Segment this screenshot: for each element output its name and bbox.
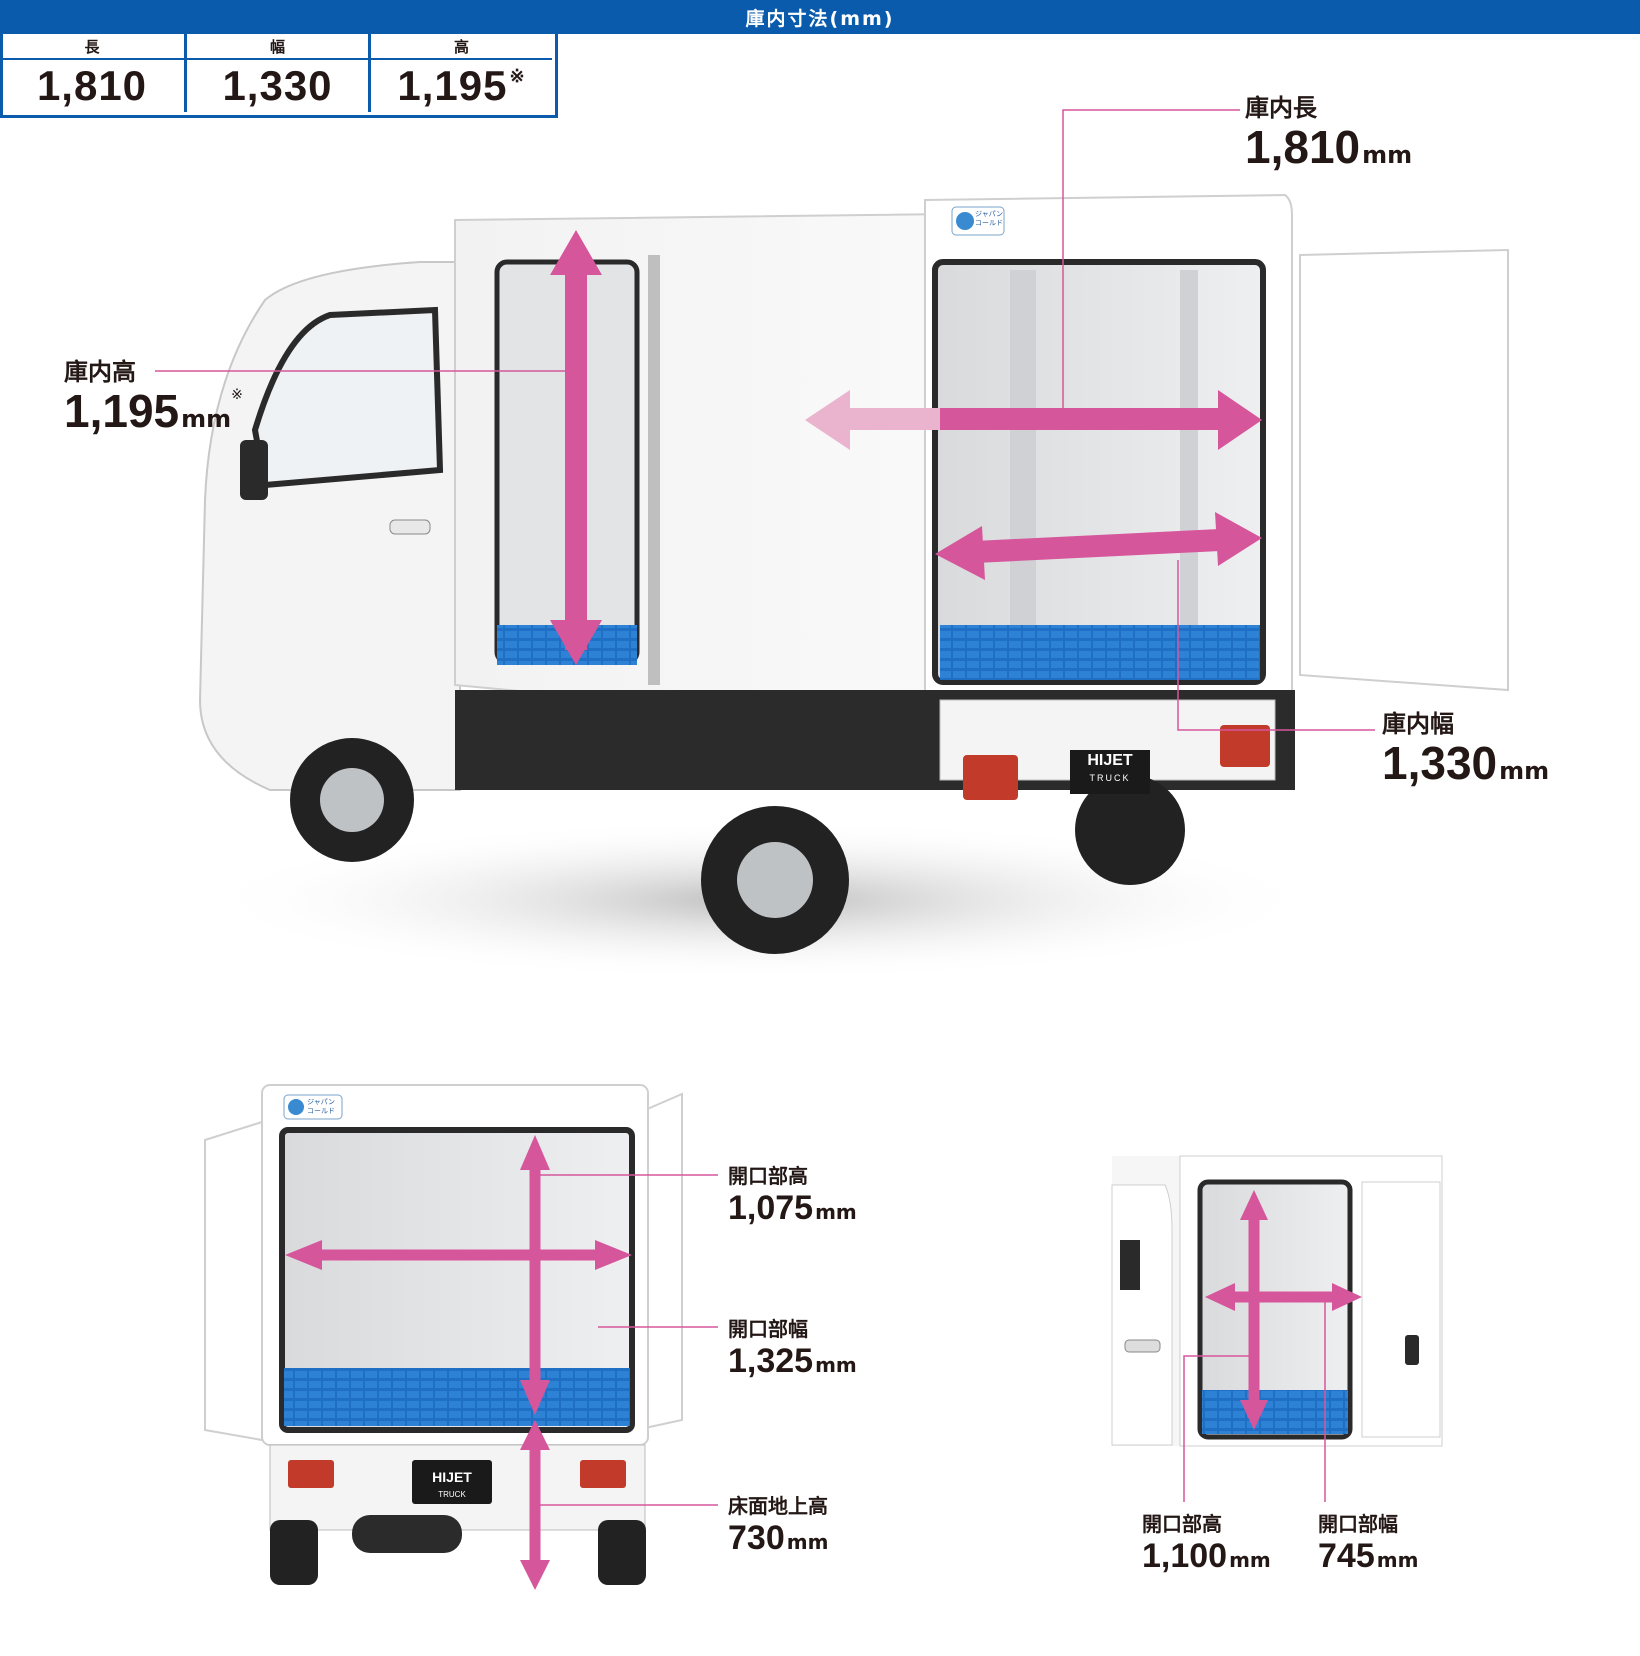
rear-truck-view: HIJET TRUCK: [204, 1084, 718, 1590]
height-column: 高 1,195※: [368, 34, 552, 112]
floor-height-unit: mm: [786, 1530, 829, 1554]
main-truck-view: [155, 109, 1509, 980]
interior-length-unit: mm: [1362, 141, 1413, 169]
interior-height-callout: 庫内高 1,195mm ※: [64, 352, 243, 435]
interior-length-callout: 庫内長 1,810mm: [1245, 88, 1412, 171]
rear-opening-height-value: 1,075: [728, 1189, 814, 1227]
interior-length-value: 1,810: [1245, 121, 1361, 173]
height-note-mark: ※: [509, 65, 526, 86]
logo-line1: ジャパン: [975, 210, 1003, 218]
emblem-line1: HIJET: [1087, 752, 1133, 769]
japan-cold-logo: ジャパン コールド: [975, 210, 1003, 228]
rear-logo-line2: コールド: [307, 1107, 335, 1115]
rear-japan-cold-logo: ジャパン コールド: [307, 1098, 335, 1116]
interior-width-value: 1,330: [1382, 737, 1498, 789]
height-label: 高: [371, 34, 552, 60]
height-value: 1,195※: [397, 62, 526, 109]
rear-opening-height-label: 開口部高: [728, 1164, 808, 1188]
interior-height-unit: mm: [181, 405, 232, 433]
length-value: 1,810: [36, 62, 148, 109]
emblem-line2: TRUCK: [1089, 773, 1131, 783]
interior-dimensions-table: 庫内寸法(mm) 長 1,810 幅 1,330 高 1,195※: [0, 0, 1640, 118]
rear-emblem-line2: TRUCK: [438, 1490, 466, 1499]
rear-opening-width-value: 1,325: [728, 1342, 814, 1380]
interior-width-callout: 庫内幅 1,330mm: [1382, 704, 1549, 787]
side-opening-width-label: 開口部幅: [1318, 1512, 1398, 1536]
interior-width-unit: mm: [1499, 757, 1550, 785]
side-opening-height-value: 1,100: [1142, 1537, 1228, 1575]
rear-opening-height-unit: mm: [815, 1200, 857, 1224]
interior-height-value: 1,195: [64, 385, 180, 437]
width-column: 幅 1,330: [184, 34, 368, 112]
floor-height-label: 床面地上高: [728, 1494, 828, 1518]
width-value: 1,330: [222, 62, 333, 109]
hijet-truck-emblem: HIJET TRUCK: [1070, 750, 1150, 794]
floor-height-value: 730: [728, 1519, 785, 1557]
interior-height-note-mark: ※: [231, 387, 243, 403]
side-opening-width-unit: mm: [1376, 1548, 1419, 1572]
side-door-view: [1111, 1155, 1443, 1502]
rear-opening-width-label: 開口部幅: [728, 1317, 808, 1341]
side-opening-height-label: 開口部高: [1142, 1512, 1222, 1536]
length-column: 長 1,810: [0, 34, 184, 112]
rear-emblem-line1: HIJET: [432, 1469, 472, 1485]
rear-logo-line1: ジャパン: [307, 1098, 335, 1106]
width-label: 幅: [187, 34, 368, 60]
rear-opening-width-unit: mm: [815, 1353, 857, 1377]
logo-line2: コールド: [975, 219, 1003, 227]
length-label: 長: [0, 34, 184, 60]
side-opening-width-value: 745: [1318, 1537, 1375, 1575]
side-opening-height-unit: mm: [1229, 1548, 1271, 1572]
interior-length-label: 庫内長: [1245, 94, 1317, 122]
interior-height-label: 庫内高: [64, 358, 136, 386]
interior-width-label: 庫内幅: [1382, 710, 1454, 738]
table-header: 庫内寸法(mm): [0, 0, 1640, 34]
